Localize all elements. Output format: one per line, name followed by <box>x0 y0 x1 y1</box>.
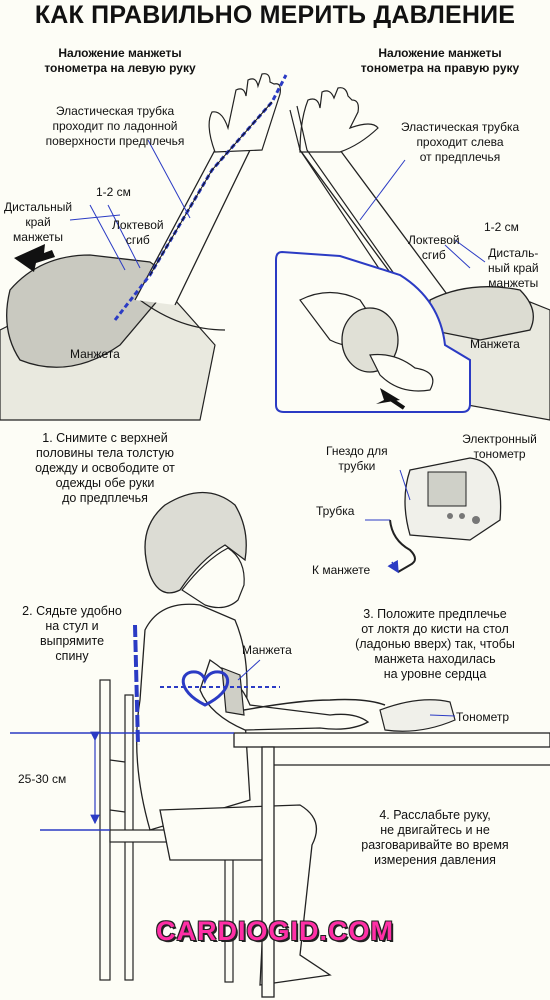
person-legs <box>159 804 332 986</box>
scene-tonometer-label: Тонометр <box>456 710 510 724</box>
person-face <box>181 547 245 609</box>
heart-icon <box>181 670 230 707</box>
right-cuff-label: Манжета <box>470 337 520 351</box>
step-3-text: 3. Положите предплечье от локтя до кисти… <box>355 607 515 681</box>
step-2-text: 2. Сядьте удобно на стул и выпрямите спи… <box>22 604 122 663</box>
right-gap-label: 1-2 см <box>484 220 519 234</box>
right-panel-heading: Наложение манжеты тонометра на правую ру… <box>360 46 520 75</box>
left-arm-illustration <box>0 73 288 421</box>
seated-person-scene <box>10 492 550 998</box>
left-tube-note: Эластическая трубка проходит по ладонной… <box>45 104 185 148</box>
device-screen <box>427 471 467 507</box>
scene-tonometer <box>379 699 456 732</box>
device-tube <box>389 519 416 573</box>
electronic-tonometer-label: Электронный тонометр <box>462 432 537 461</box>
left-cuff-label: Манжета <box>70 347 120 361</box>
left-hand <box>208 73 281 153</box>
left-panel-heading: Наложение манжеты тонометра на левую рук… <box>44 46 196 75</box>
left-cuff <box>6 254 164 368</box>
right-distal-edge-label: Дисталь- ный край манжеты <box>488 246 539 290</box>
tube-label: Трубка <box>316 504 355 518</box>
scene-cuff-label: Манжета <box>242 643 292 657</box>
to-cuff-label: К манжете <box>312 563 371 577</box>
left-direction-arrow <box>14 244 55 272</box>
right-arm-illustration <box>275 87 550 421</box>
left-distal-edge-label: Дистальный край манжеты <box>4 200 73 244</box>
right-tube-note: Эластическая трубка проходит слева от пр… <box>400 120 520 164</box>
step-1-text: 1. Снимите с верхней половины тела толст… <box>35 431 175 505</box>
person-torso <box>136 603 251 831</box>
right-cuff <box>429 286 534 341</box>
person-hair <box>144 492 247 594</box>
tube-socket-label: Гнездо для трубки <box>326 444 388 473</box>
left-gap-label: 1-2 см <box>96 185 131 199</box>
table <box>233 732 550 998</box>
right-elbow-fold-label: Локтевой сгиб <box>408 233 460 262</box>
height-label: 25-30 см <box>18 772 67 786</box>
page-title: КАК ПРАВИЛЬНО МЕРИТЬ ДАВЛЕНИЕ <box>34 1 516 29</box>
electronic-tonometer-device <box>365 457 502 574</box>
posture-line <box>133 624 140 746</box>
right-hand <box>299 87 379 153</box>
site-watermark: CARDIOGID.COM <box>156 916 394 946</box>
step-4-text: 4. Расслабьте руку, не двигайтесь и не р… <box>361 808 509 867</box>
left-elbow-fold-label: Локтевой сгиб <box>112 218 164 247</box>
